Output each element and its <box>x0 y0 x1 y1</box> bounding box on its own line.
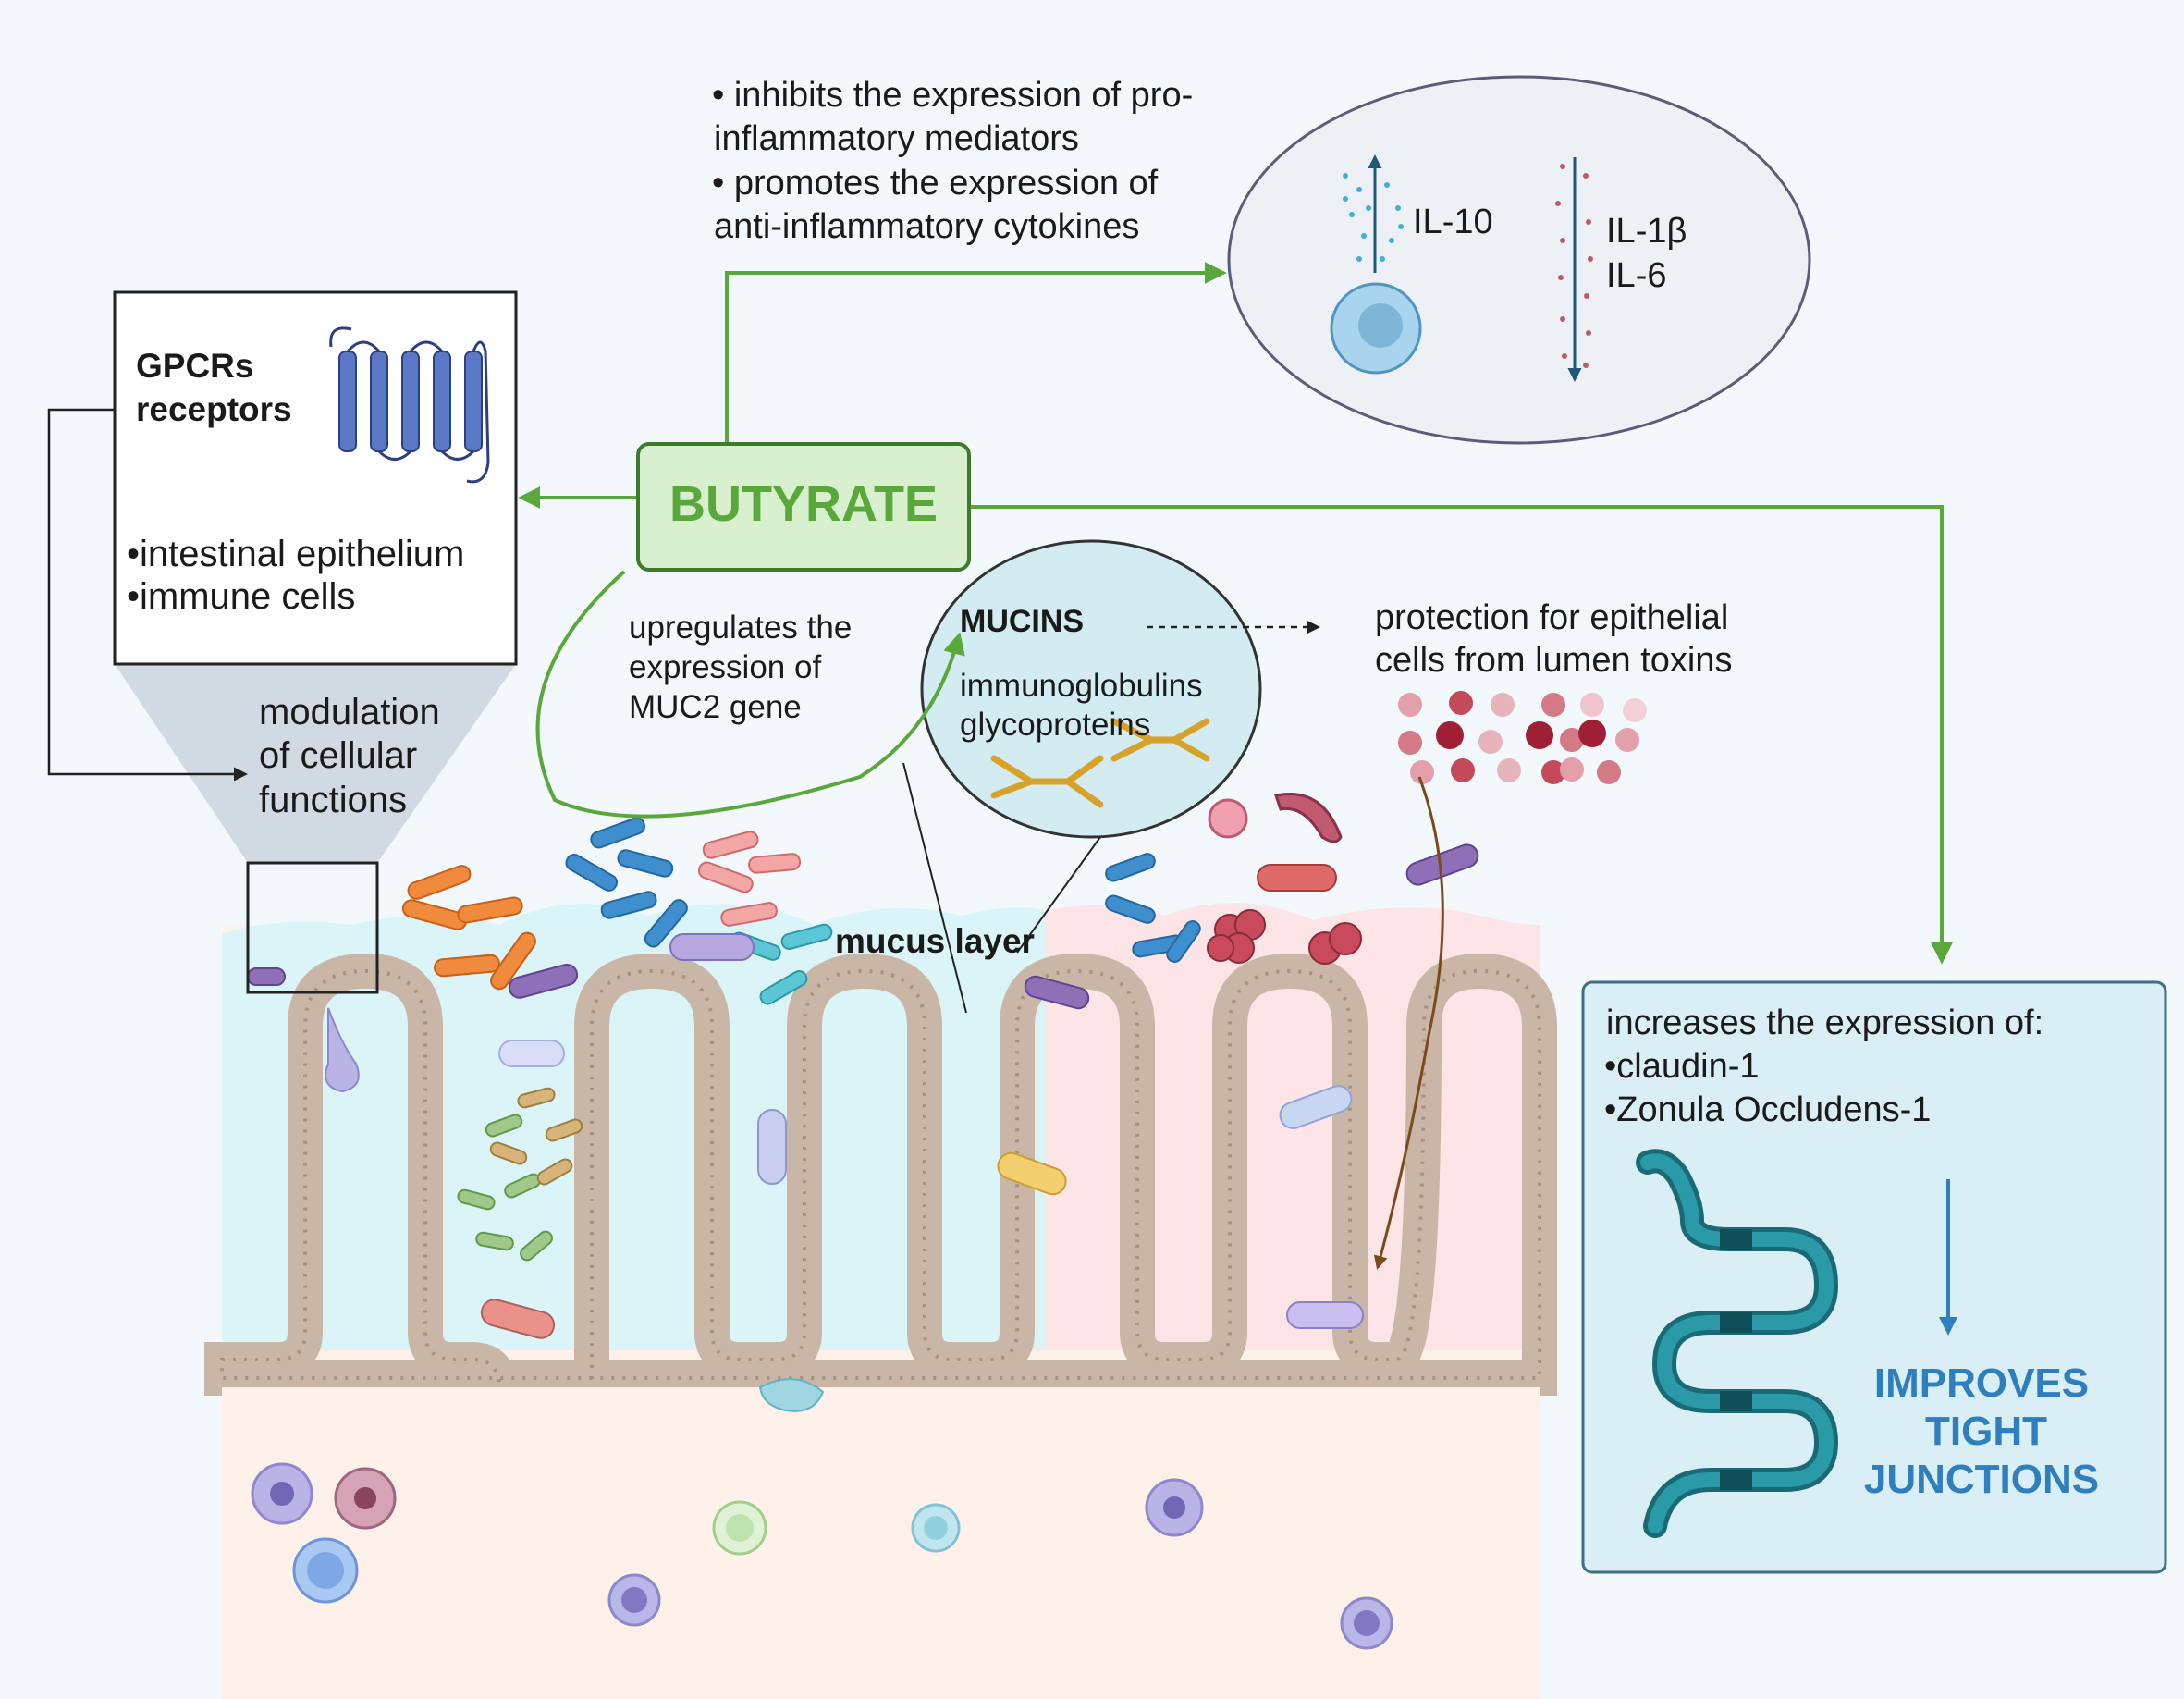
muc2-line-3: MUC2 gene <box>629 689 802 725</box>
tight-junction-protein-icon <box>1636 1149 1839 1538</box>
tj-line-2: •claudin-1 <box>1604 1047 1760 1086</box>
il6-label: IL-6 <box>1606 256 1666 295</box>
intestinal-tissue <box>204 903 1557 1699</box>
il10-label: IL-10 <box>1413 203 1493 241</box>
cytokine-ellipse <box>1227 75 1811 445</box>
magnify-cone <box>115 664 516 863</box>
toxin-penetration-arrow <box>1373 776 1444 1270</box>
inhibit-line-2: inflammatory mediators <box>714 119 1079 158</box>
mucins-title: MUCINS <box>960 604 1084 639</box>
gpcr-title-1: GPCRs <box>136 347 253 385</box>
mucins-line-1: immunoglobulins <box>960 668 1203 704</box>
mucus-layer-label: mucus layer <box>835 922 1035 960</box>
tj-line-1: increases the expression of: <box>1606 1003 2043 1042</box>
inhibit-line-1: • inhibits the expression of pro- <box>712 76 1193 115</box>
protection-line-1: protection for epithelial <box>1375 598 1728 637</box>
mucins-line-2: glycoproteins <box>960 707 1150 743</box>
tj-result-1: IMPROVES <box>1874 1360 2089 1406</box>
lumen-toxins <box>1398 691 1647 784</box>
modulation-line-2: of cellular <box>259 735 417 776</box>
gpcr-to-modulation-arrow <box>47 408 248 782</box>
antibody-icon <box>990 718 1210 808</box>
butyrate-label: BUTYRATE <box>669 476 938 532</box>
gut-bacteria <box>247 793 1479 1339</box>
promote-line-1: • promotes the expression of <box>712 164 1159 203</box>
tj-result-2: TIGHT <box>1925 1409 2047 1454</box>
modulation-line-1: modulation <box>259 692 440 733</box>
tj-result-3: JUNCTIONS <box>1864 1457 2099 1502</box>
muc2-line-1: upregulates the <box>629 609 852 646</box>
gpcr-item-2: •immune cells <box>127 576 355 617</box>
butyrate-box <box>636 442 971 572</box>
tj-line-3: •Zonula Occludens-1 <box>1604 1090 1931 1129</box>
muc2-line-2: expression of <box>629 649 821 685</box>
modulation-line-3: functions <box>259 780 407 820</box>
gpcr-title-2: receptors <box>136 390 292 428</box>
mucins-ellipse <box>902 539 1262 1014</box>
il1b-label: IL-1β <box>1606 212 1687 251</box>
gpcr-box <box>113 290 518 994</box>
immune-cells <box>251 1007 1393 1650</box>
gpcr-item-1: •intestinal epithelium <box>127 534 464 574</box>
promote-line-2: anti-inflammatory cytokines <box>714 207 1139 246</box>
gpcr-receptor-icon <box>329 326 490 484</box>
zoom-region-box <box>246 861 379 994</box>
protection-line-2: cells from lumen toxins <box>1375 641 1732 680</box>
tight-junction-box <box>1581 980 2167 1574</box>
butyrate-arrows <box>518 262 1953 965</box>
